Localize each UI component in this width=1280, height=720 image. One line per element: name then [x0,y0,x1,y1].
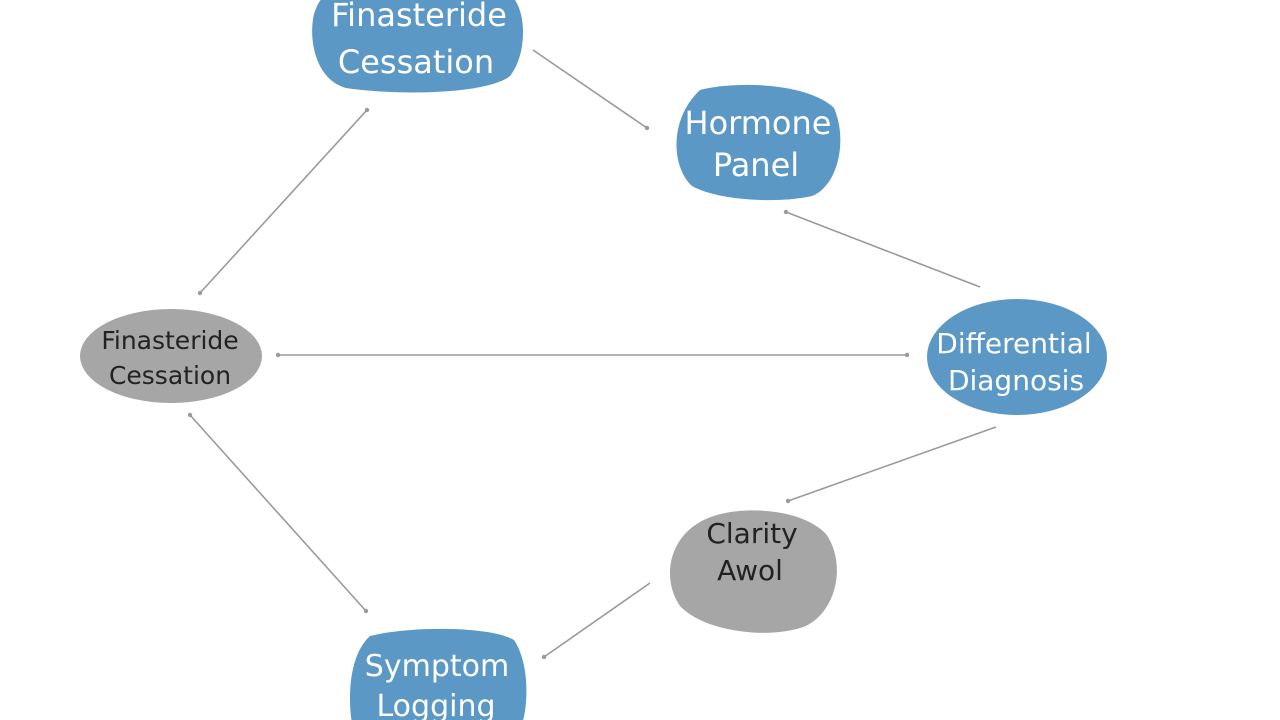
node-shape [312,0,523,93]
node-label-line1: Clarity [706,517,797,550]
node-label-line2: Cessation [338,43,494,81]
node-label-line2: Panel [713,146,799,184]
edge-end-dot [364,107,370,113]
edges [187,49,997,660]
edge-finasteride-left-to-symptom-logging [189,414,367,612]
node-finasteride-cessation-top[interactable]: Finasteride Cessation [312,0,523,93]
node-label-line1: Differential [936,327,1091,360]
node-label-line1: Finasteride [331,0,507,34]
edge-end-dot [363,608,369,614]
edge-finasteride-left-to-finasteride-top [199,109,368,294]
node-label-line1: Hormone [685,104,832,142]
edge-finasteride-top-to-hormone-panel [532,49,648,129]
node-finasteride-cessation-left[interactable]: Finasteride Cessation [80,309,262,403]
edge-differential-to-hormone-panel [785,211,981,288]
node-shape [349,628,527,720]
edge-clarity-awol-to-symptom-logging [543,582,651,658]
node-clarity-awol[interactable]: Clarity Awol [669,510,837,633]
node-differential-diagnosis[interactable]: Differential Diagnosis [927,299,1107,415]
node-shape [676,84,841,201]
node-label-line2: Awol [717,554,783,587]
edge-differential-to-clarity-awol [787,426,997,502]
edge-end-dot [783,209,789,215]
node-label-line2: Logging [376,689,495,720]
node-shape [927,299,1107,415]
edge-end-dot [904,352,910,358]
node-label-line1: Symptom [365,649,509,684]
edge-end-dot [187,412,193,418]
edge-end-dot [197,290,203,296]
edge-end-dot [785,498,791,504]
node-label-line2: Cessation [109,361,231,390]
node-label-line1: Finasteride [101,326,238,355]
edge-end-dot [644,125,650,131]
node-shape [669,510,837,633]
node-hormone-panel[interactable]: Hormone Panel [676,84,841,201]
node-label-line2: Diagnosis [948,364,1084,397]
node-shape [80,309,262,403]
edge-end-dot [275,352,281,358]
node-symptom-logging[interactable]: Symptom Logging [349,628,527,720]
edge-end-dot [541,654,547,660]
